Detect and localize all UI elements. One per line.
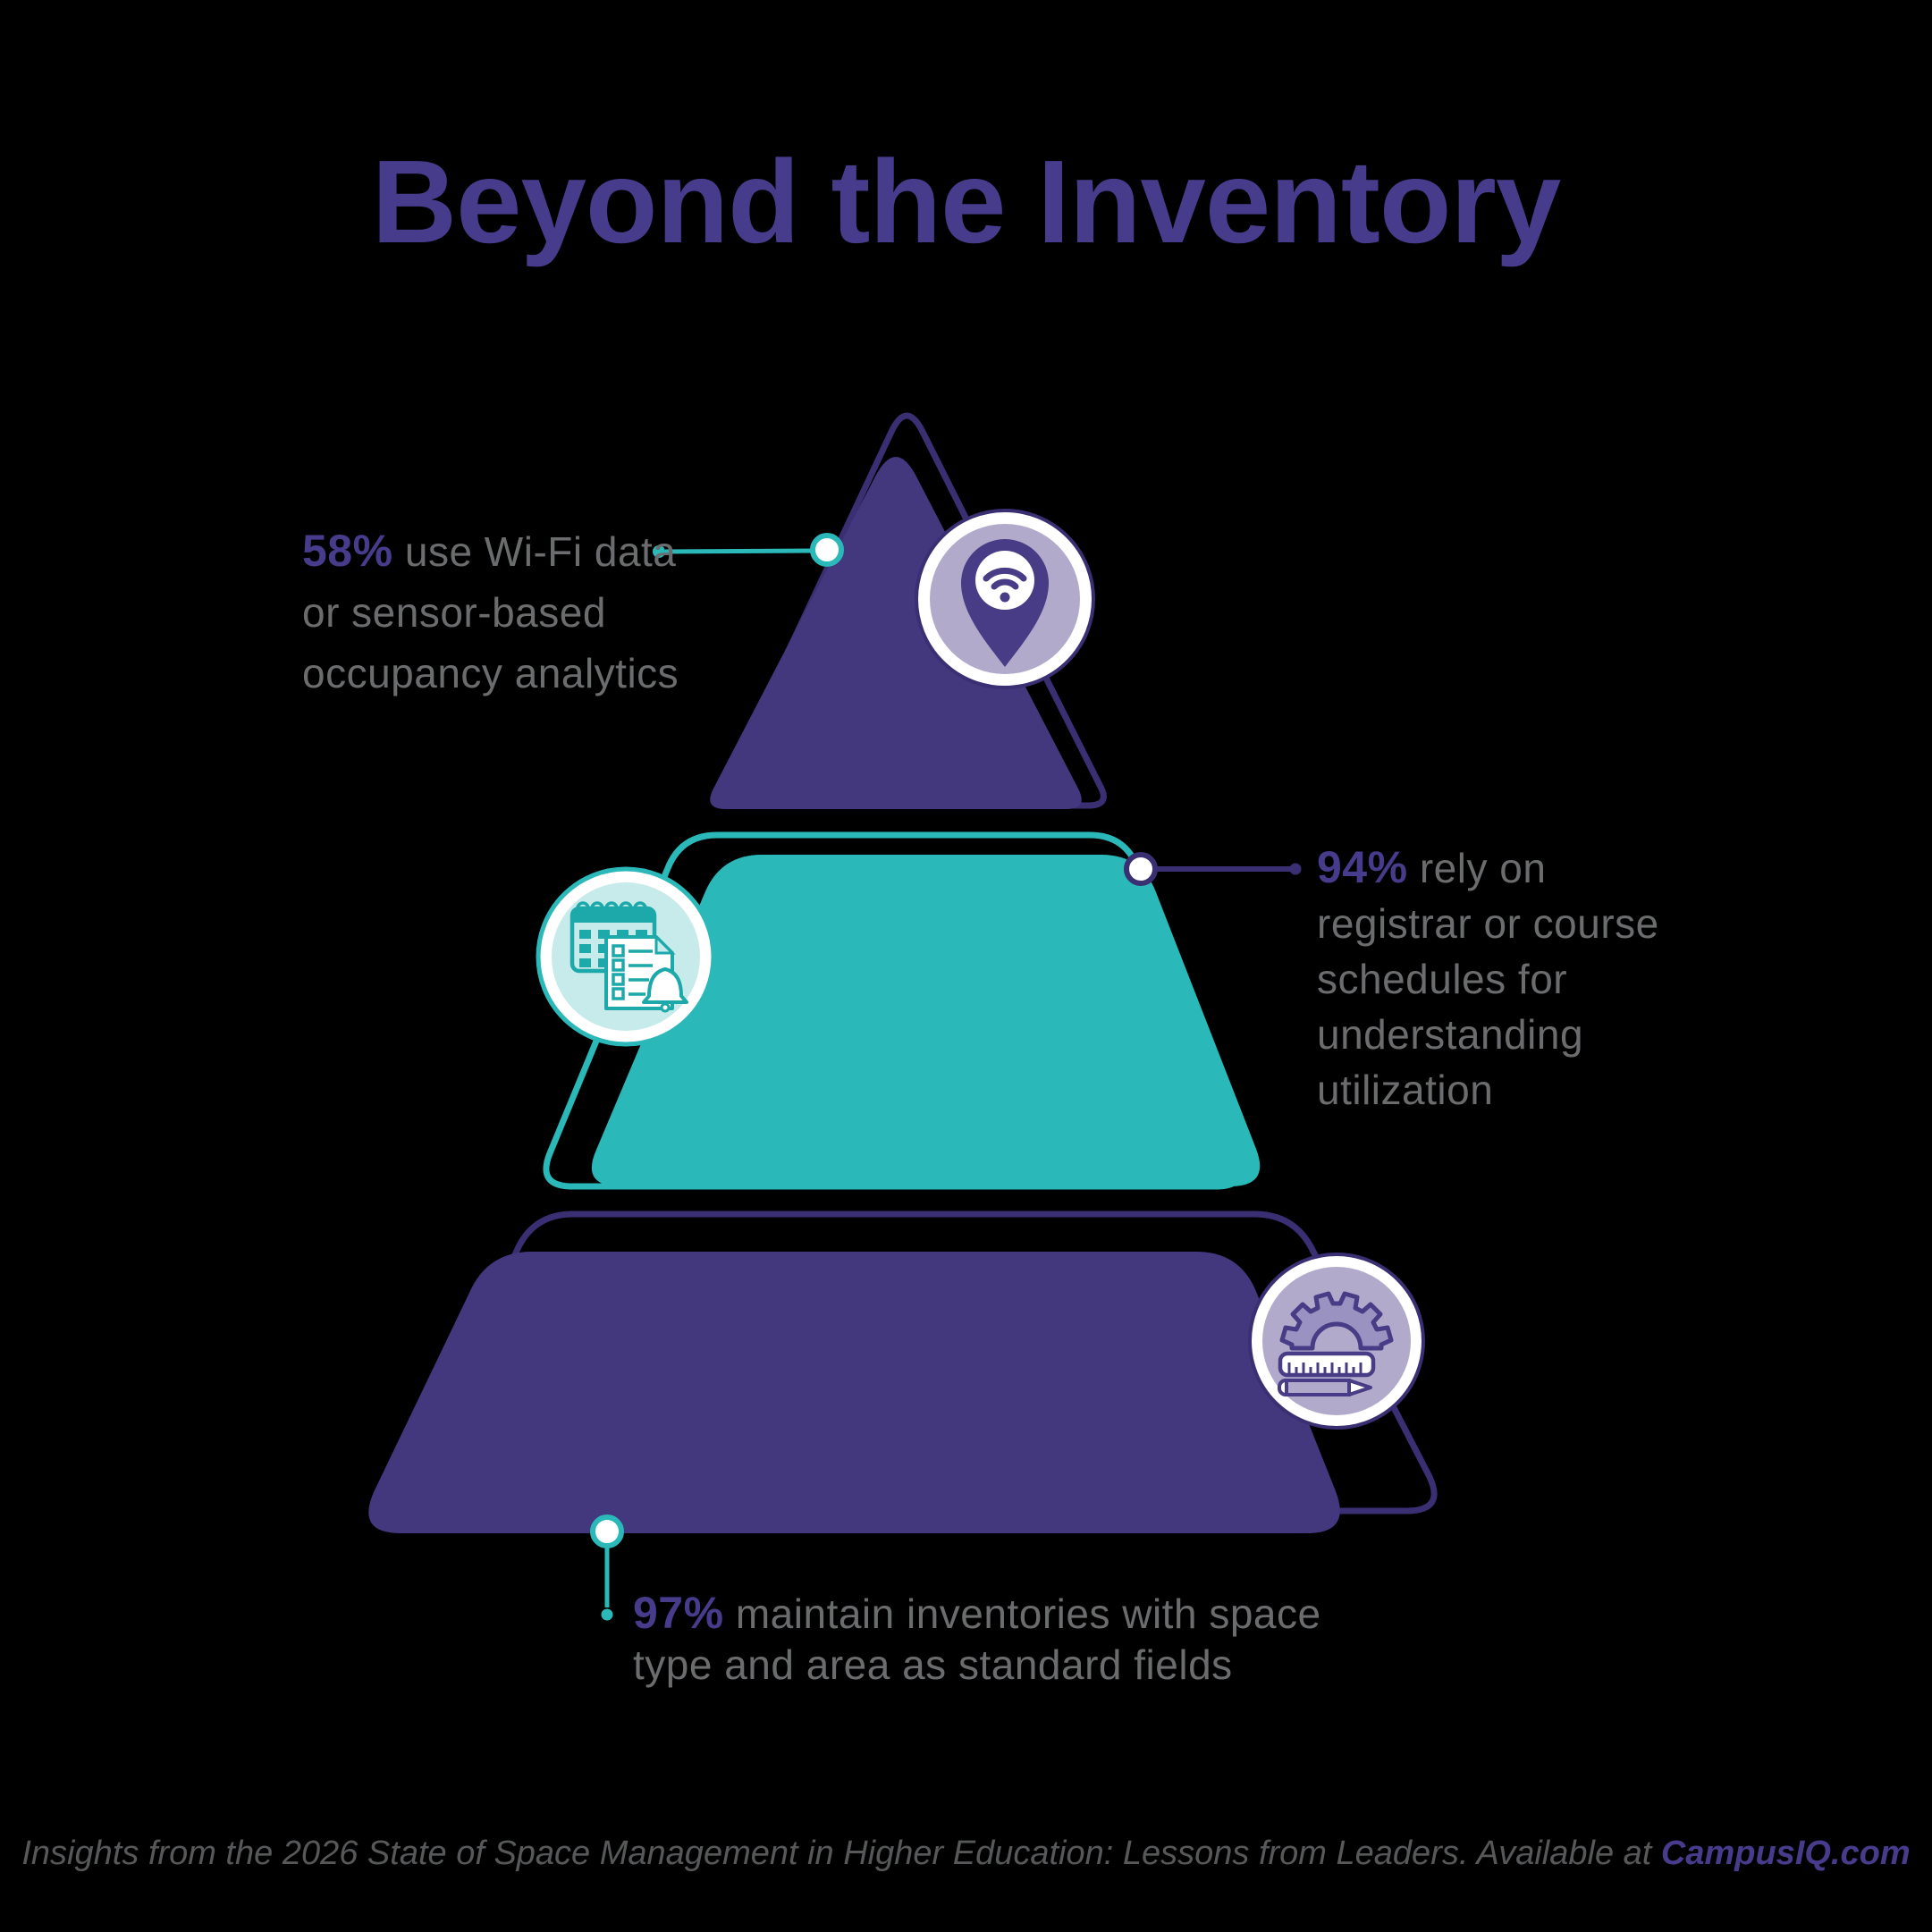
connector-58-anchor-circle: [810, 533, 844, 567]
stat-94-percent: 94%: [1317, 842, 1408, 892]
stat-58-block: 58% use Wi-Fi data or sensor-based occup…: [302, 520, 679, 704]
footer-text: Insights from the 2026 State of Space Ma…: [21, 1835, 1661, 1872]
connector-58-end-dot: [653, 545, 665, 558]
stat-94-line1: 94% rely on: [1317, 842, 1547, 892]
top-level-shape: [710, 457, 1082, 809]
bottom-level-shape: [368, 1252, 1340, 1533]
connector-97: [590, 1514, 624, 1621]
stat-94-line2: registrar or course: [1317, 900, 1659, 947]
stat-58-line1: 58% use Wi-Fi data: [302, 526, 677, 576]
pyramid-fills: [368, 457, 1340, 1533]
stat-94-line4: understanding: [1317, 1011, 1584, 1058]
stat-97-line2: type and area as standard fields: [633, 1641, 1233, 1688]
page-title: Beyond the Inventory: [371, 136, 1562, 267]
connector-97-anchor-circle: [590, 1514, 624, 1548]
stat-94-line3: schedules for: [1317, 956, 1568, 1002]
bottom-level-outline: [410, 1211, 1438, 1514]
stat-97-percent: 97%: [633, 1588, 724, 1638]
wifi-location-pin-icon: [915, 509, 1095, 689]
stat-94-line5: utilization: [1317, 1067, 1494, 1113]
connector-97-end-dot: [601, 1608, 613, 1621]
connector-94: [1124, 852, 1302, 886]
calendar-checklist-bell-icon: [536, 866, 716, 1047]
stat-58-line2: or sensor-based: [302, 589, 606, 636]
footer-site-link[interactable]: CampusIQ.com: [1660, 1835, 1911, 1872]
connector-58: [653, 533, 844, 567]
stat-58-line3: occupancy analytics: [302, 650, 679, 696]
connector-94-end-dot: [1289, 863, 1302, 875]
middle-level-shape: [591, 855, 1261, 1186]
connector-94-anchor-circle: [1124, 852, 1158, 886]
stat-97-block: 97% maintain inventories with space type…: [633, 1588, 1321, 1691]
footer-attribution: Insights from the 2026 State of Space Ma…: [0, 1835, 1932, 1873]
gear-ruler-pencil-icon: [1248, 1253, 1425, 1430]
stat-97-line1: 97% maintain inventories with space: [633, 1588, 1321, 1638]
stat-94-block: 94% rely on registrar or course schedule…: [1317, 839, 1659, 1118]
stat-58-percent: 58%: [302, 526, 393, 576]
